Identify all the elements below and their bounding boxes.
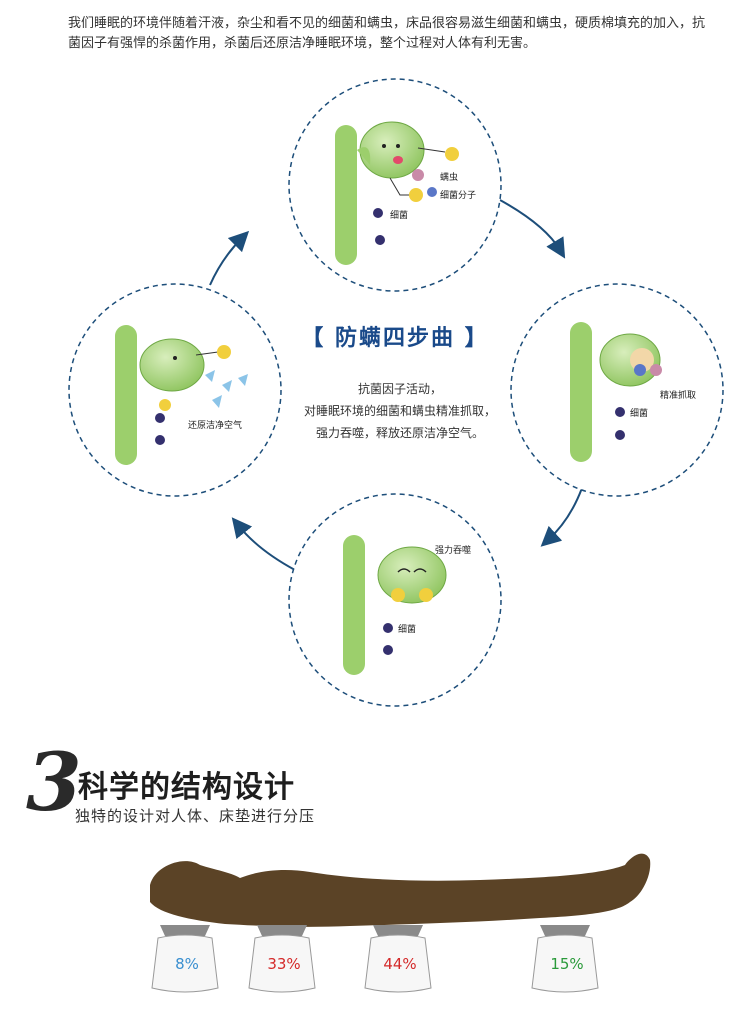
label-molecule: 细菌分子 — [440, 191, 477, 201]
pressure-value-hip: 44% — [383, 955, 417, 973]
cycle-arrow-top-right — [499, 199, 566, 259]
cycle-arrow-right-bottom — [540, 487, 583, 547]
cycle-arrow-bottom-left — [231, 517, 296, 571]
pressure-value-legs: 15% — [550, 955, 584, 973]
cycle-desc-line-3: 强力吞噬，释放还原洁净空气。 — [315, 426, 484, 440]
label-bacteria-right: 细菌 — [630, 409, 649, 419]
step-right-circle — [510, 283, 724, 497]
human-silhouette — [150, 853, 651, 927]
label-bacteria-bottom: 细菌 — [398, 625, 417, 635]
section-number: 3 — [26, 735, 82, 829]
step-left-circle — [68, 283, 282, 497]
step-top-circle — [288, 78, 502, 292]
label-release-air: 还原洁净空气 — [188, 421, 243, 431]
anti-mite-cycle-diagram — [68, 78, 724, 707]
pressure-value-head: 8% — [175, 955, 199, 973]
label-grab: 精准抓取 — [660, 391, 697, 401]
step-bottom-circle — [288, 493, 502, 707]
cycle-title: 【 防螨四步曲 】 — [301, 326, 489, 351]
cycle-description: 抗菌因子活动， 对睡眠环境的细菌和螨虫精准抓取， 强力吞噬，释放还原洁净空气。 — [280, 378, 520, 444]
pressure-value-back: 33% — [267, 955, 301, 973]
label-swallow: 强力吞噬 — [435, 546, 472, 556]
intro-paragraph: 我们睡眠的环境伴随着汗液，杂尘和看不见的细菌和螨虫，床品很容易滋生细菌和螨虫，硬… — [68, 16, 706, 51]
scale-group — [151, 925, 599, 993]
cycle-desc-line-1: 抗菌因子活动， — [357, 382, 442, 396]
label-bacteria-top: 细菌 — [390, 211, 409, 221]
label-mite: 螨虫 — [440, 173, 459, 183]
cycle-desc-line-2: 对睡眠环境的细菌和螨虫精准抓取， — [303, 404, 496, 418]
pressure-distribution-illustration — [150, 853, 651, 993]
cycle-arrow-left-top — [209, 230, 250, 286]
section-title: 科学的结构设计 — [78, 770, 295, 805]
section-subtitle: 独特的设计对人体、床垫进行分压 — [75, 807, 316, 825]
